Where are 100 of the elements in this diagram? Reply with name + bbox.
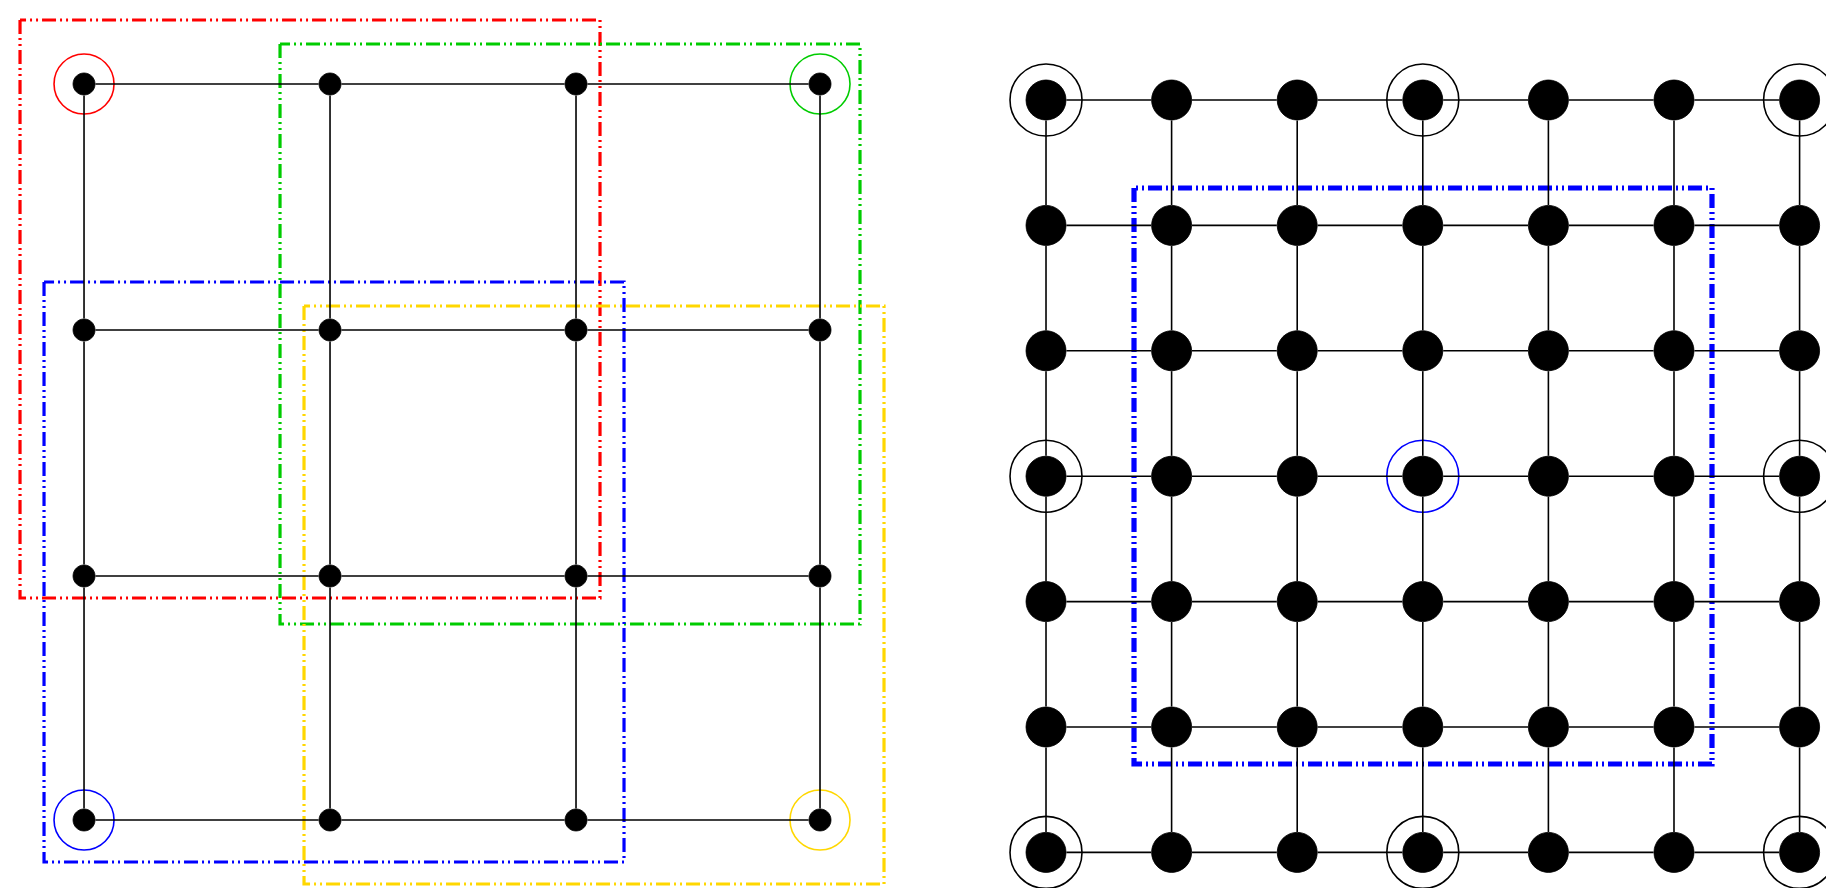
- graph-vertex: [1025, 205, 1067, 246]
- graph-vertex: [1402, 79, 1444, 121]
- grid-edge: [1296, 495, 1298, 582]
- grid-edge: [1316, 350, 1404, 352]
- grid-edge: [1316, 726, 1404, 728]
- grid-edge: [1568, 350, 1655, 352]
- grid-edge: [1547, 746, 1550, 833]
- grid-edge: [1798, 495, 1801, 582]
- grid-edge: [1170, 746, 1173, 833]
- grid-edge: [1191, 350, 1278, 352]
- grid-edge: [1693, 726, 1780, 728]
- graph-vertex: [1528, 455, 1569, 497]
- grid-edge: [1191, 600, 1278, 603]
- grid-edge: [1296, 119, 1298, 206]
- grid-edge: [1296, 746, 1298, 833]
- grid-edge: [819, 340, 821, 566]
- grid-edge: [1316, 600, 1404, 603]
- grid-edge: [1170, 245, 1173, 332]
- grid-edge: [1045, 370, 1047, 457]
- grid-edge: [1316, 99, 1404, 101]
- graph-vertex: [72, 564, 96, 588]
- grid-edge: [94, 819, 320, 821]
- grid-edge: [1673, 495, 1675, 582]
- grid-edge: [1693, 851, 1780, 854]
- grid-edge: [1422, 746, 1424, 833]
- graph-vertex: [1528, 581, 1569, 622]
- grid-edge: [1045, 245, 1047, 332]
- graph-vertex: [1779, 832, 1820, 873]
- graph-vertex: [1779, 79, 1820, 121]
- grid-edge: [1045, 621, 1047, 708]
- graph-vertex: [564, 318, 588, 342]
- graph-vertex: [1528, 706, 1569, 748]
- grid-edge: [819, 586, 821, 810]
- grid-edge: [1568, 475, 1655, 477]
- grid-edge: [1547, 495, 1550, 582]
- graph-vertex: [1276, 832, 1318, 873]
- graph-vertex: [1402, 205, 1444, 246]
- graph-vertex: [1653, 581, 1695, 622]
- graph-vertex: [808, 318, 832, 342]
- grid-edge: [1547, 119, 1550, 206]
- grid-edge: [340, 83, 566, 85]
- grid-edge: [1316, 224, 1404, 227]
- grid-edge: [1065, 99, 1152, 101]
- grid-edge: [1798, 119, 1801, 206]
- grid-edge: [1065, 350, 1152, 352]
- grid-edge: [1693, 224, 1780, 227]
- graph-vertex: [808, 808, 832, 832]
- grid-edge: [1673, 245, 1675, 332]
- grid-edge: [1170, 119, 1173, 206]
- graph-vertex: [1276, 455, 1318, 497]
- grid-edge: [1191, 224, 1278, 227]
- grid-edge: [1316, 475, 1404, 477]
- graph-vertex: [1151, 330, 1192, 372]
- grid-edge: [1065, 475, 1152, 477]
- graph-vertex: [1276, 205, 1318, 246]
- graph-vertex: [72, 808, 96, 832]
- graph-vertex: [1528, 832, 1569, 873]
- grid-edge: [1422, 370, 1424, 457]
- grid-edge: [1442, 99, 1529, 101]
- graph-vertex: [1151, 455, 1192, 497]
- graph-vertex: [1779, 581, 1820, 622]
- grid-edge: [1422, 245, 1424, 332]
- grid-edge: [94, 329, 320, 331]
- grid-edge: [83, 586, 85, 810]
- grid-edge: [1442, 851, 1529, 854]
- grid-edge: [1568, 99, 1655, 101]
- grid-edge: [1568, 726, 1655, 728]
- grid-edge: [1798, 370, 1801, 457]
- grid-edge: [1296, 621, 1298, 708]
- grid-edge: [340, 575, 566, 577]
- grid-edge: [1422, 119, 1424, 206]
- grid-edge: [586, 819, 810, 821]
- grid-edge: [1693, 475, 1780, 477]
- grid-edge: [1798, 746, 1801, 833]
- grid-edge: [1442, 600, 1529, 603]
- graph-vertex: [1653, 205, 1695, 246]
- graph-vertex: [1402, 581, 1444, 622]
- grid-edge: [329, 94, 331, 320]
- graph-vertex: [1276, 706, 1318, 748]
- graph-vertex: [318, 564, 342, 588]
- graph-vertex: [1653, 79, 1695, 121]
- graph-vertex: [318, 808, 342, 832]
- graph-vertex: [1779, 706, 1820, 748]
- grid-edge: [1442, 224, 1529, 227]
- grid-edge: [1673, 119, 1675, 206]
- grid-edge: [1170, 495, 1173, 582]
- grid-edge: [1693, 99, 1780, 101]
- graph-vertex: [1779, 205, 1820, 246]
- grid-edge: [1296, 370, 1298, 457]
- graph-vertex: [318, 72, 342, 96]
- grid-edge: [1065, 224, 1152, 227]
- graph-vertex: [808, 72, 832, 96]
- graph-vertex: [1528, 205, 1569, 246]
- grid-edge: [1316, 851, 1404, 854]
- grid-edge: [575, 586, 577, 810]
- grid-edge: [1191, 726, 1278, 728]
- grid-edge: [1045, 495, 1047, 582]
- grid-edge: [1442, 475, 1529, 477]
- grid-edge: [340, 329, 566, 331]
- grid-edge: [1045, 746, 1047, 833]
